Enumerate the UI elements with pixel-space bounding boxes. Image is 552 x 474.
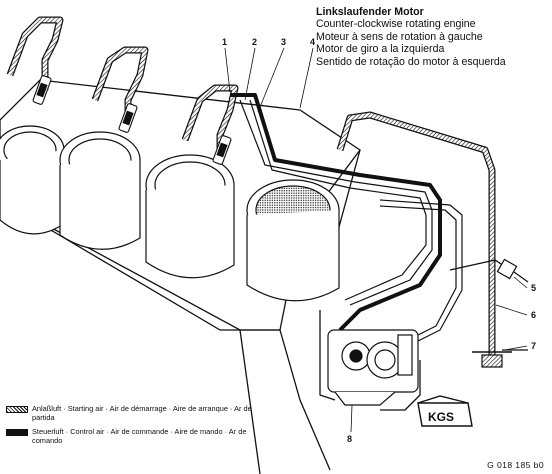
- kgs-logo-text: KGS: [428, 410, 454, 424]
- callout-4: 4: [310, 37, 315, 47]
- item-5-valve: [496, 258, 529, 283]
- cylinders: [0, 125, 340, 302]
- cylinder-2: [59, 131, 141, 250]
- hatched-line-swatch-icon: [6, 406, 28, 413]
- callout-7: 7: [531, 341, 536, 351]
- legend: Anlaßluft · Starting air · Air de démarr…: [6, 404, 268, 451]
- title-line-pt: Sentido de rotação do motor à esquerda: [316, 55, 506, 68]
- title-line-de: Linkslaufender Motor: [316, 6, 424, 18]
- title-line-en: Counter-clockwise rotating engine: [316, 18, 476, 31]
- legend-starting-air: Anlaßluft · Starting air · Air de démarr…: [6, 404, 268, 422]
- solid-line-swatch-icon: [6, 429, 28, 437]
- air-distributor: [327, 329, 419, 406]
- callout-3: 3: [281, 37, 286, 47]
- title-line-es: Motor de giro a la izquierda: [316, 43, 445, 56]
- item-7-inlet: [472, 349, 528, 368]
- cylinder-3: [145, 154, 235, 279]
- kgs-logo: KGS: [417, 395, 473, 427]
- starting-air-lines: [6, 16, 496, 355]
- title-line-fr: Moteur à sens de rotation à gauche: [316, 30, 483, 43]
- callout-8: 8: [347, 434, 352, 444]
- leader-lines: [224, 47, 528, 433]
- callout-6: 6: [531, 310, 536, 320]
- title-block: Linkslaufender Motor Counter-clockwise r…: [316, 6, 548, 68]
- start-valve-3: [212, 135, 232, 165]
- control-air-lines: [230, 93, 511, 411]
- start-valve-1: [32, 75, 52, 105]
- figure-id: G 018 185 b0: [487, 460, 544, 470]
- callout-1: 1: [222, 37, 227, 47]
- callout-labels: 1 2 3 4 5 6 7 8: [222, 37, 536, 444]
- callout-5: 5: [531, 283, 536, 293]
- callout-2: 2: [252, 37, 257, 47]
- cylinder-4-active: [246, 179, 340, 302]
- start-valves: [32, 75, 232, 165]
- start-valve-2: [118, 103, 138, 133]
- cylinder-1: [0, 125, 65, 235]
- legend-control-air: Steuerluft · Control air · Air de comman…: [6, 427, 268, 445]
